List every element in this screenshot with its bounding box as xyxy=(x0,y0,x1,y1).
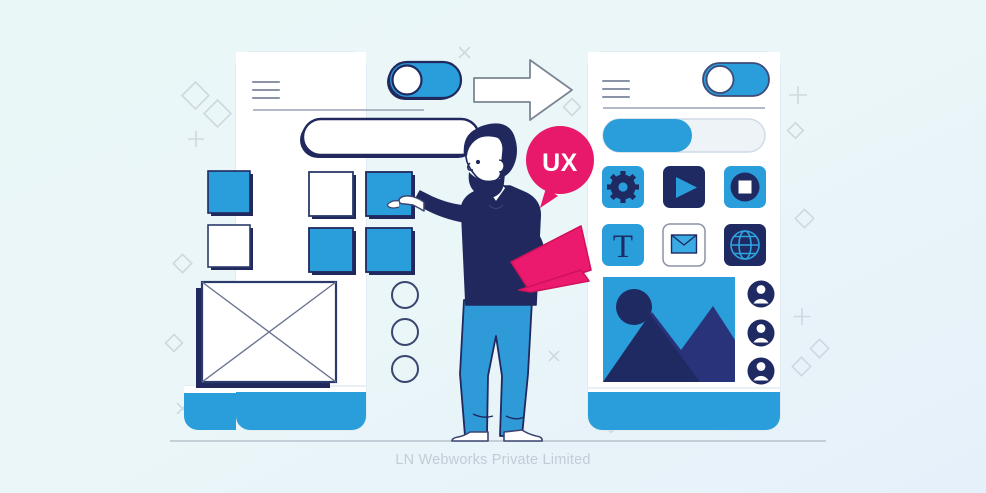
speech-bubble: UX xyxy=(526,126,594,208)
person-arm-left xyxy=(413,190,467,223)
radio-circle-list[interactable] xyxy=(391,281,419,383)
app-icon-gear[interactable] xyxy=(602,166,644,208)
toggle-knob-right[interactable] xyxy=(705,65,735,94)
person-eye xyxy=(475,159,481,165)
app-icon-mail[interactable] xyxy=(662,223,706,267)
presenter-person xyxy=(386,123,592,442)
caption-text: LN Webworks Private Limited xyxy=(395,452,591,468)
radio-circle-0[interactable] xyxy=(391,281,419,309)
app-icon-grid[interactable]: T xyxy=(602,166,766,267)
envelope-icon xyxy=(670,234,698,254)
laptop-base xyxy=(518,269,590,293)
avatar-1[interactable] xyxy=(747,319,775,347)
tile-3[interactable] xyxy=(365,227,415,275)
toggle-knob[interactable] xyxy=(391,64,423,96)
photo-sun-icon xyxy=(616,289,652,325)
photo-mountain-front xyxy=(603,314,700,382)
person-beard xyxy=(468,172,505,198)
person-shoe-right xyxy=(503,429,543,442)
person-pants xyxy=(459,299,533,437)
radio-circle-2[interactable] xyxy=(391,355,419,383)
search-input[interactable] xyxy=(300,117,481,158)
gear-icon xyxy=(607,171,639,203)
right-phone-base xyxy=(588,392,780,430)
avatar-list[interactable] xyxy=(747,280,775,385)
app-icon-globe[interactable] xyxy=(724,224,766,266)
stop-square-icon xyxy=(738,180,752,194)
left-phone[interactable] xyxy=(184,51,481,431)
image-placeholder-wireframe[interactable] xyxy=(196,280,338,388)
avatar-0[interactable] xyxy=(747,280,775,308)
progress-bar[interactable] xyxy=(602,118,766,153)
globe-icon xyxy=(730,230,760,260)
play-icon xyxy=(676,177,697,198)
right-phone[interactable]: T xyxy=(587,51,781,431)
text-tool-icon: T xyxy=(613,229,633,265)
tile-grid[interactable] xyxy=(308,171,415,275)
progress-fill xyxy=(603,119,692,152)
photo-card[interactable] xyxy=(603,277,735,382)
hamburger-icon[interactable] xyxy=(251,80,281,100)
hamburger-icon-right[interactable] xyxy=(601,79,631,99)
avatar-2[interactable] xyxy=(747,357,775,385)
person-nose xyxy=(467,162,473,171)
left-phone-base-gap xyxy=(184,386,236,393)
search-field[interactable] xyxy=(301,117,481,157)
app-icon-stop[interactable] xyxy=(724,166,766,208)
left-phone-toggle[interactable] xyxy=(387,60,463,100)
app-icon-play[interactable] xyxy=(663,166,705,208)
left-phone-base xyxy=(236,392,366,430)
person-finger xyxy=(386,200,400,209)
tile-1[interactable] xyxy=(365,171,415,219)
right-phone-toggle[interactable] xyxy=(702,62,770,97)
person-shoe-left xyxy=(451,431,489,442)
tile-0[interactable] xyxy=(308,171,356,219)
person-hair-top xyxy=(463,125,516,156)
radio-circle-1[interactable] xyxy=(391,318,419,346)
transform-arrow-icon xyxy=(473,59,573,121)
app-icon-text[interactable]: T xyxy=(602,224,644,266)
left-phone-base-extension xyxy=(184,392,236,430)
tile-2[interactable] xyxy=(308,227,356,275)
speech-bubble-body xyxy=(526,126,594,194)
placeholder-cross-icon xyxy=(201,281,337,383)
speech-bubble-label: UX xyxy=(542,149,578,177)
outside-tile-0[interactable] xyxy=(207,170,253,216)
outside-tile-1[interactable] xyxy=(207,224,253,270)
